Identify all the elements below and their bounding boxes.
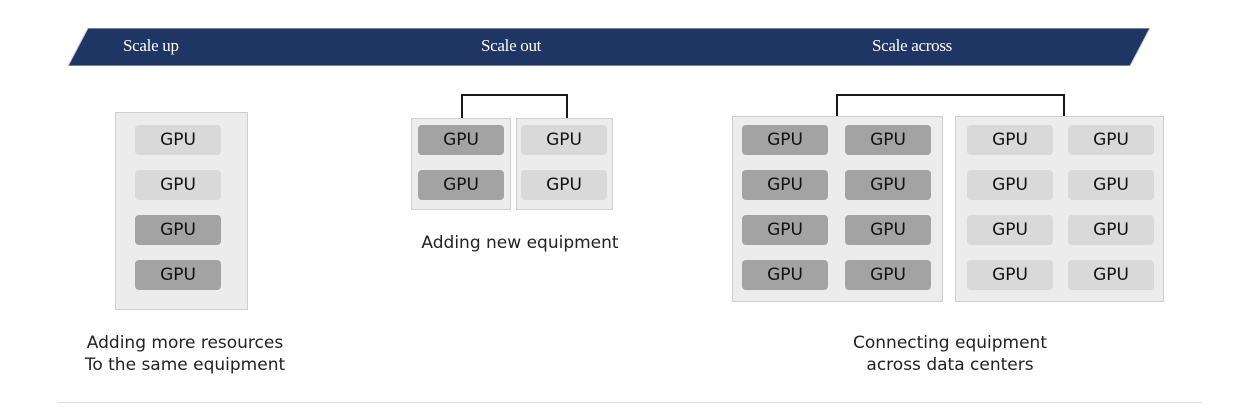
scale-across-caption-line2: across data centers	[866, 355, 1034, 375]
scale-across-dc2-gpu-3: GPU	[967, 170, 1053, 200]
scale-up-gpu-1: GPU	[135, 125, 221, 155]
scale-out-unit1-gpu-2: GPU	[418, 170, 504, 200]
scale-out-unit2-gpu-1: GPU	[521, 125, 607, 155]
scale-across-caption-line1: Connecting equipment	[853, 333, 1047, 353]
scale-across-dc2-gpu-1: GPU	[967, 125, 1053, 155]
banner-label-scale-up: Scale up	[123, 36, 179, 55]
scale-up-gpu-2: GPU	[135, 170, 221, 200]
scale-up-caption-line1: Adding more resources	[86, 333, 284, 353]
scale-across-dc1-gpu-4: GPU	[845, 170, 931, 200]
scale-across-dc2-gpu-8: GPU	[1068, 260, 1154, 290]
scale-across-dc2-gpu-2: GPU	[1068, 125, 1154, 155]
scale-out-connector	[461, 94, 568, 119]
scale-up-caption: Adding more resources To the same equipm…	[50, 332, 320, 376]
banner-shape	[68, 28, 1150, 66]
banner-label-scale-out: Scale out	[481, 36, 542, 55]
scale-across-dc2-gpu-6: GPU	[1068, 215, 1154, 245]
scale-across-dc1-gpu-1: GPU	[742, 125, 828, 155]
scale-up-gpu-3: GPU	[135, 215, 221, 245]
scale-across-dc2-gpu-5: GPU	[967, 215, 1053, 245]
scale-across-dc1-gpu-8: GPU	[845, 260, 931, 290]
scale-across-caption: Connecting equipment across data centers	[810, 332, 1090, 376]
scale-across-dc2-gpu-7: GPU	[967, 260, 1053, 290]
scale-up-caption-line2: To the same equipment	[84, 355, 286, 375]
scale-across-dc1-gpu-3: GPU	[742, 170, 828, 200]
scale-out-unit2-gpu-2: GPU	[521, 170, 607, 200]
scale-across-connector	[836, 94, 1065, 119]
scale-across-dc2-gpu-4: GPU	[1068, 170, 1154, 200]
scale-across-dc1-gpu-7: GPU	[742, 260, 828, 290]
scale-out-caption: Adding new equipment	[421, 233, 619, 253]
scale-up-gpu-4: GPU	[135, 260, 221, 290]
scale-across-dc1-gpu-6: GPU	[845, 215, 931, 245]
scale-across-dc1-gpu-5: GPU	[742, 215, 828, 245]
banner-label-scale-across: Scale across	[872, 36, 952, 55]
scale-across-dc1-gpu-2: GPU	[845, 125, 931, 155]
bottom-divider	[58, 402, 1202, 403]
scale-banner	[68, 28, 1150, 66]
scale-out-unit1-gpu-1: GPU	[418, 125, 504, 155]
